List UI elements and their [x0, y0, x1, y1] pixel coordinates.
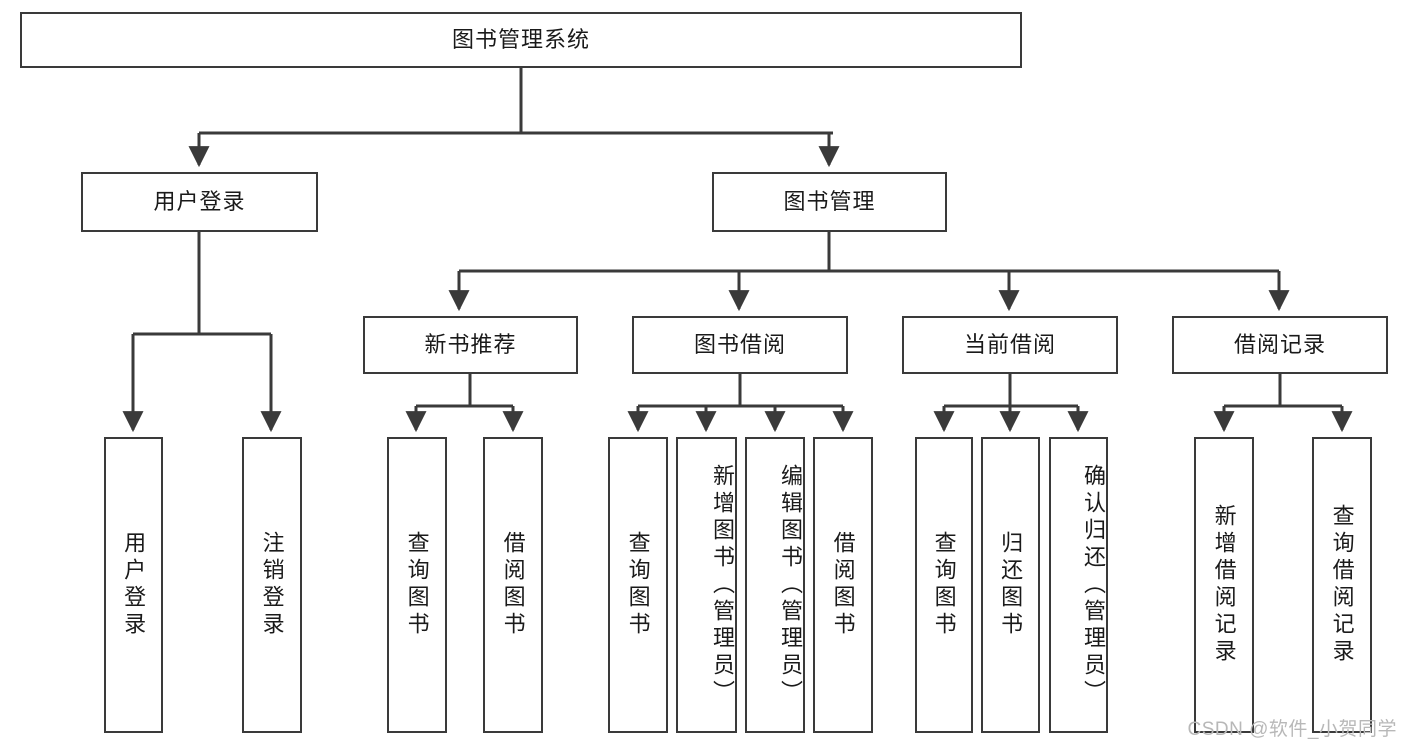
leaf-query-book-borrow[interactable]: 查询图书 — [608, 437, 668, 733]
node-root[interactable]: 图书管理系统 — [20, 12, 1022, 68]
node-book-management-label: 图书管理 — [783, 188, 876, 214]
leaf-logout-label: 注销登录 — [259, 531, 285, 639]
leaf-edit-book-admin[interactable]: 编辑图书（管理员） — [745, 437, 805, 733]
leaf-query-book-current-label: 查询图书 — [931, 531, 957, 639]
node-book-management[interactable]: 图书管理 — [712, 172, 947, 232]
leaf-return-book[interactable]: 归还图书 — [981, 437, 1040, 733]
node-current-borrow-label: 当前借阅 — [963, 331, 1056, 357]
leaf-query-book-current[interactable]: 查询图书 — [915, 437, 973, 733]
node-current-borrow[interactable]: 当前借阅 — [902, 316, 1118, 374]
leaf-user-login-label: 用户登录 — [121, 531, 147, 639]
leaf-add-borrow-record[interactable]: 新增借阅记录 — [1194, 437, 1254, 733]
leaf-confirm-return-admin[interactable]: 确认归还（管理员） — [1049, 437, 1108, 733]
watermark: CSDN @软件_小贺同学 — [1187, 719, 1397, 740]
leaf-confirm-return-admin-label: 确认归还（管理员） — [1081, 463, 1106, 707]
leaf-query-book-recommend[interactable]: 查询图书 — [387, 437, 447, 733]
leaf-borrow-book-label: 借阅图书 — [830, 531, 856, 639]
node-borrow-record[interactable]: 借阅记录 — [1172, 316, 1388, 374]
leaf-query-book-recommend-label: 查询图书 — [404, 531, 430, 639]
leaf-return-book-label: 归还图书 — [998, 531, 1024, 639]
node-new-book-recommend-label: 新书推荐 — [424, 331, 517, 357]
leaf-logout[interactable]: 注销登录 — [242, 437, 302, 733]
leaf-borrow-book-recommend[interactable]: 借阅图书 — [483, 437, 543, 733]
node-borrow-record-label: 借阅记录 — [1233, 331, 1326, 357]
leaf-edit-book-admin-label: 编辑图书（管理员） — [778, 463, 803, 707]
node-new-book-recommend[interactable]: 新书推荐 — [363, 316, 578, 374]
node-book-borrow[interactable]: 图书借阅 — [632, 316, 848, 374]
node-user-login-label: 用户登录 — [153, 188, 246, 214]
leaf-query-borrow-record-label: 查询借阅记录 — [1329, 504, 1355, 666]
leaf-query-book-borrow-label: 查询图书 — [625, 531, 651, 639]
leaf-user-login[interactable]: 用户登录 — [104, 437, 163, 733]
leaf-borrow-book[interactable]: 借阅图书 — [813, 437, 873, 733]
leaf-add-book-admin-label: 新增图书（管理员） — [710, 463, 735, 707]
node-root-label: 图书管理系统 — [451, 26, 590, 52]
leaf-add-book-admin[interactable]: 新增图书（管理员） — [676, 437, 737, 733]
leaf-add-borrow-record-label: 新增借阅记录 — [1211, 504, 1237, 666]
leaf-borrow-book-recommend-label: 借阅图书 — [500, 531, 526, 639]
leaf-query-borrow-record[interactable]: 查询借阅记录 — [1312, 437, 1372, 733]
node-book-borrow-label: 图书借阅 — [693, 331, 786, 357]
node-user-login[interactable]: 用户登录 — [81, 172, 318, 232]
